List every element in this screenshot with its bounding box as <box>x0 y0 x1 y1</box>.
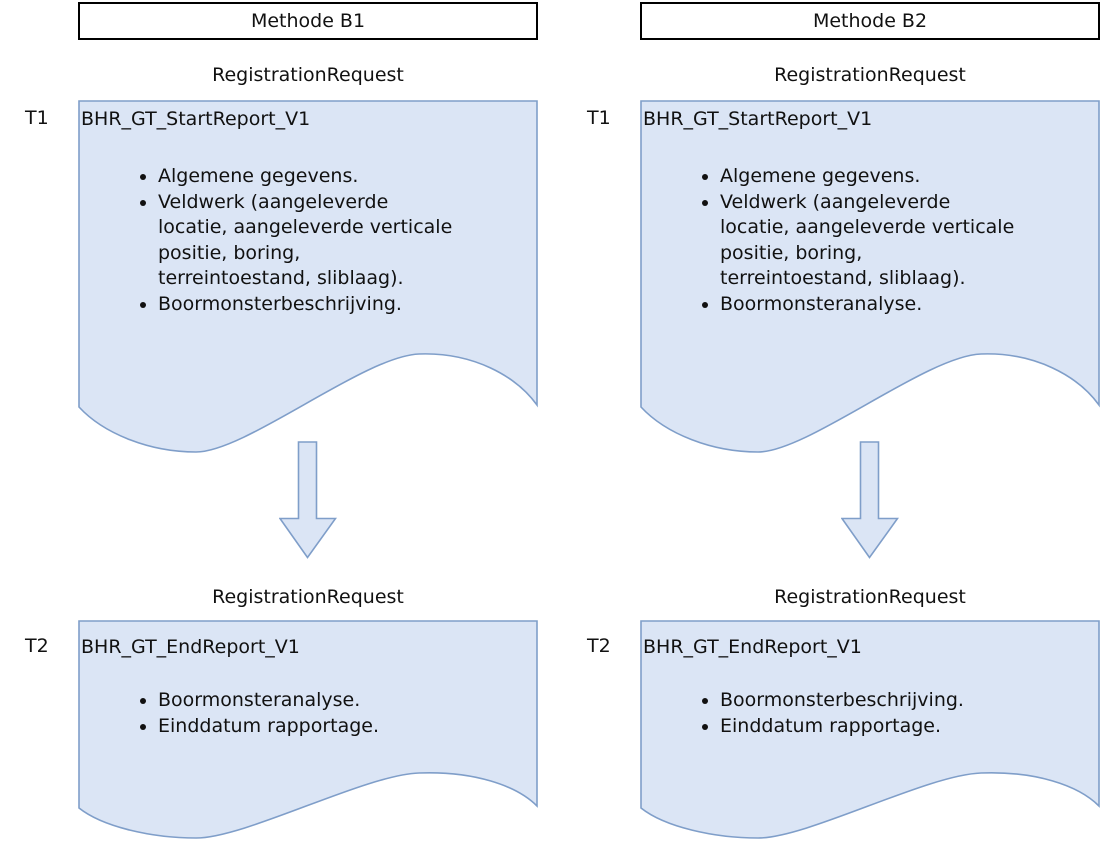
document-title-b2-start: BHR_GT_StartReport_V1 <box>643 108 873 130</box>
stage-label-b1-t1: T1 <box>25 107 49 129</box>
method-column-b1: Methode B1 RegistrationRequest T1 BHR_GT… <box>25 0 538 842</box>
bullet-item: Algemene gegevens. <box>158 164 528 190</box>
document-bullet-list: Boormonsterbeschrijving. Einddatum rappo… <box>643 688 1090 739</box>
bullet-item: Veldwerk (aangeleverde locatie, aangelev… <box>158 190 528 292</box>
document-bullet-list: Boormonsteranalyse. Einddatum rapportage… <box>81 688 528 739</box>
bullet-item: Boormonsteranalyse. <box>720 292 1090 318</box>
document-title-b1-end: BHR_GT_EndReport_V1 <box>81 636 300 658</box>
registration-request-label-b2-t2: RegistrationRequest <box>774 586 966 608</box>
bullet-item: Boormonsterbeschrijving. <box>720 688 1090 714</box>
document-shape-b2-start-report: BHR_GT_StartReport_V1 Algemene gegevens.… <box>640 100 1100 456</box>
bullet-item: Boormonsteranalyse. <box>158 688 528 714</box>
document-bullet-list: Algemene gegevens. Veldwerk (aangeleverd… <box>643 164 1090 317</box>
down-arrow-icon <box>841 441 899 559</box>
stage-label-b2-t2: T2 <box>587 635 611 657</box>
method-header-b1: Methode B1 <box>78 2 538 40</box>
document-title-b1-start: BHR_GT_StartReport_V1 <box>81 108 311 130</box>
stage-label-b1-t2: T2 <box>25 635 49 657</box>
down-arrow-icon <box>279 441 337 559</box>
document-title-b2-end: BHR_GT_EndReport_V1 <box>643 636 862 658</box>
stage-label-b2-t1: T1 <box>587 107 611 129</box>
document-shape-b1-end-report: BHR_GT_EndReport_V1 Boormonsteranalyse. … <box>78 620 538 842</box>
document-bullet-list: Algemene gegevens. Veldwerk (aangeleverd… <box>81 164 528 317</box>
document-content: BHR_GT_EndReport_V1 Boormonsteranalyse. … <box>81 634 528 739</box>
document-shape-b2-end-report: BHR_GT_EndReport_V1 Boormonsterbeschrijv… <box>640 620 1100 842</box>
document-wave-outline <box>640 620 1100 839</box>
bullet-item: Veldwerk (aangeleverde locatie, aangelev… <box>720 190 1090 292</box>
method-column-b2: Methode B2 RegistrationRequest T1 BHR_GT… <box>587 0 1100 842</box>
document-wave-outline <box>78 100 538 453</box>
registration-request-label-b2-t1: RegistrationRequest <box>774 64 966 86</box>
document-shape-b1-start-report: BHR_GT_StartReport_V1 Algemene gegevens.… <box>78 100 538 456</box>
document-wave-outline <box>640 100 1100 453</box>
document-content: BHR_GT_EndReport_V1 Boormonsterbeschrijv… <box>643 634 1090 739</box>
document-wave-outline <box>78 620 538 839</box>
bullet-item: Boormonsterbeschrijving. <box>158 292 528 318</box>
method-header-b2: Methode B2 <box>640 2 1100 40</box>
registration-request-label-b1-t1: RegistrationRequest <box>212 64 404 86</box>
bullet-item: Einddatum rapportage. <box>720 714 1090 740</box>
bullet-item: Algemene gegevens. <box>720 164 1090 190</box>
bullet-item: Einddatum rapportage. <box>158 714 528 740</box>
registration-request-label-b1-t2: RegistrationRequest <box>212 586 404 608</box>
document-content: BHR_GT_StartReport_V1 Algemene gegevens.… <box>81 106 528 317</box>
document-content: BHR_GT_StartReport_V1 Algemene gegevens.… <box>643 106 1090 317</box>
